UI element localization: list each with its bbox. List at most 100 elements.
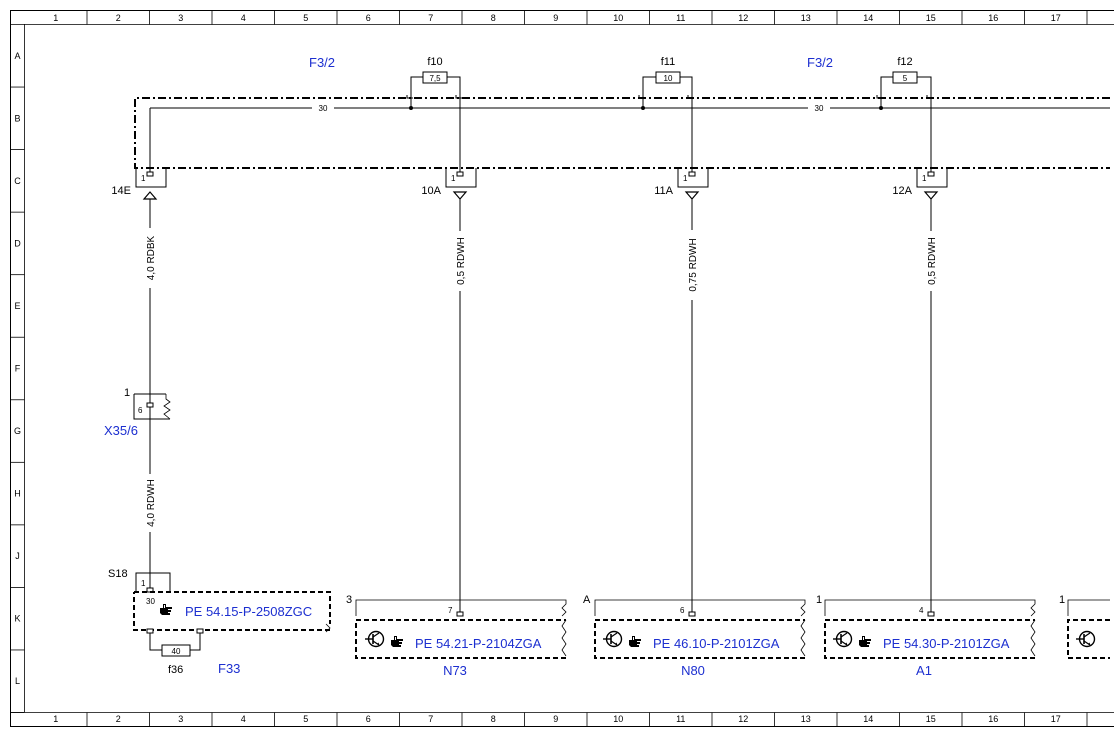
bus-label-left: 30 [319,104,328,113]
svg-text:1: 1 [816,594,822,606]
connector-label: 12A [892,185,912,197]
column-number: 5 [303,13,308,23]
svg-text:1: 1 [683,174,688,183]
fuse-rating: 7,5 [429,74,441,83]
column-number: 7 [428,13,433,23]
hand-pointer-icon [391,636,403,647]
component-n80: A 6 PE 46.10-P-2101ZGA N80 [583,594,806,678]
fuse-name: f36 [168,664,183,676]
connector-label: 14E [111,185,131,197]
fuse-icon [892,71,918,84]
reference-link[interactable]: PE 46.10-P-2101ZGA [653,636,780,651]
svg-text:30: 30 [146,597,155,606]
column-number: 11 [676,13,685,23]
connector-x35-label[interactable]: X35/6 [104,423,138,438]
row-letter: G [14,426,21,436]
svg-text:1: 1 [451,174,456,183]
svg-text:1: 1 [922,174,927,183]
column-number: 17 [1051,714,1061,724]
svg-text:6: 6 [680,606,685,615]
svg-text:3: 3 [346,594,352,606]
hand-pointer-icon [859,636,871,647]
svg-text:4: 4 [919,606,924,615]
column-number: 2 [116,13,121,23]
transistor-icon [832,630,853,648]
reference-link[interactable]: PE 54.15-P-2508ZGC [185,604,312,619]
ground-arrow-icon [923,191,939,200]
reference-link[interactable]: PE 54.21-P-2104ZGA [415,636,542,651]
transistor-icon [602,630,623,648]
column-number: 14 [863,13,873,23]
row-letter: D [14,238,21,248]
fuse-icon [655,71,681,84]
row-letter: E [14,301,20,311]
column-number: 3 [178,13,183,23]
column-number: 8 [491,13,496,23]
component-label[interactable]: N73 [443,663,467,678]
circuit-14E: 1 14E 4,0 RDBK [111,108,167,398]
column-number: 3 [178,714,183,724]
column-number: 6 [366,714,371,724]
column-number: 2 [116,714,121,724]
circuit-11A: 1 11A 0,75 RDWH [654,95,709,612]
svg-text:1: 1 [1059,594,1065,606]
row-letter: B [14,113,20,123]
fuse-box-outline [134,97,1110,169]
drawing-frame [10,10,1114,727]
row-letter: L [15,676,20,686]
column-number: 13 [801,714,811,724]
circuit-12A: 1 12A 0,5 RDWH [892,95,948,612]
column-number: 4 [241,714,246,724]
component-a1: 1 4 PE 54.30-P-2101ZGA A1 [816,594,1036,678]
fuse-name: f11 [661,56,675,68]
column-number: 11 [676,714,685,724]
column-number: 15 [926,714,936,724]
transistor-icon [1075,630,1096,648]
transistor-icon [364,630,385,648]
splice-s18: S18 1 30 PE 54.15-P-2508ZGC 40 f36 F33 [108,568,331,676]
row-letter: F [15,364,21,374]
fuse-box-label-right[interactable]: F3/2 [807,55,833,70]
fuse-f10: f10 7,5 [406,56,462,110]
column-number: 9 [553,13,558,23]
wire-spec: 4,0 RDWH [146,479,157,527]
column-number: 12 [738,13,748,23]
svg-text:1: 1 [141,174,146,183]
column-number: 9 [553,714,558,724]
column-number: 10 [613,13,623,23]
fuse-icon [161,644,191,657]
svg-text:1: 1 [124,387,130,399]
column-number: 4 [241,13,246,23]
fuse-icon [422,71,448,84]
column-number: 6 [366,13,371,23]
svg-text:40: 40 [172,647,181,656]
component-label[interactable]: F33 [218,661,240,676]
fuse-name: f12 [897,56,912,68]
bus-label-right: 30 [815,104,824,113]
svg-text:1: 1 [141,579,146,588]
wire-spec: 4,0 RDBK [146,235,157,280]
svg-text:7: 7 [448,606,453,615]
circuit-10A: 1 10A 0,5 RDWH [421,95,477,612]
fuse-box-label-left[interactable]: F3/2 [309,55,335,70]
column-number: 7 [428,714,433,724]
column-number: 16 [988,714,998,724]
row-letter: K [14,614,20,624]
row-letter: C [14,176,21,186]
row-letter: A [14,51,20,61]
fuse-rating: 10 [664,74,673,83]
column-number: 14 [863,714,873,724]
component-label[interactable]: N80 [681,663,705,678]
ground-arrow-icon [142,191,158,200]
component-n73: 3 7 PE 54.21-P-2104ZGA N73 [346,594,567,678]
column-number: 16 [988,13,998,23]
reference-link[interactable]: PE 54.30-P-2101ZGA [883,636,1010,651]
fuse-f12: f12 5 [876,56,933,110]
component-partial: 1 [1059,594,1110,659]
component-label[interactable]: A1 [916,663,932,678]
column-number: 13 [801,13,811,23]
